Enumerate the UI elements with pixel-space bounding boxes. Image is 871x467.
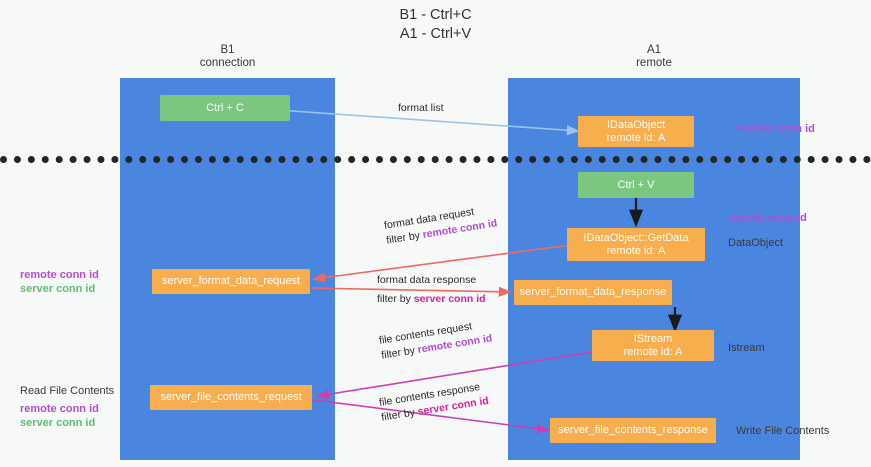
node-server-file-contents-request[interactable]: server_file_contents_request (150, 385, 312, 410)
column-a1-name: A1 (646, 44, 662, 56)
right-label-data-object: DataObject (728, 237, 784, 249)
edge-format-data-response-line1: format data response (377, 274, 477, 286)
section-divider (0, 156, 871, 163)
right-label-istream: Istream (728, 342, 765, 354)
node-idataobject-sub: remote id: A (606, 131, 666, 144)
node-ctrl-c-label: Ctrl + C (206, 101, 244, 114)
page-title: B1 - Ctrl+C A1 - Ctrl+V (0, 6, 871, 44)
column-header-b1: B1 connection (120, 44, 335, 70)
node-server-file-contents-response[interactable]: server_file_contents_response (550, 418, 716, 443)
node-server-file-contents-response-label: server_file_contents_response (558, 424, 708, 436)
right-label-remote-conn-id-mid: remote conn id (728, 212, 807, 224)
right-label-remote-conn-id-top: remote conn id (736, 123, 815, 135)
left-legend-bottom-server: server conn id (20, 417, 96, 429)
right-label-write-file-contents: Write File Contents (736, 425, 830, 437)
edge-label-format-data-request: format data request filter by remote con… (383, 201, 498, 248)
left-label-read-file-contents: Read File Contents (20, 385, 115, 397)
column-a1-role: remote (636, 57, 672, 69)
edge-format-data-response-hl: server conn id (413, 293, 486, 305)
left-legend-top-server: server conn id (20, 283, 96, 295)
edge-format-data-response-line2: filter by (377, 293, 414, 305)
edge-label-file-contents-request: file contents request filter by remote c… (378, 316, 493, 363)
node-server-format-data-request-label: server_format_data_request (161, 275, 301, 287)
column-header-a1: A1 remote (508, 44, 800, 70)
node-server-file-contents-request-label: server_file_contents_request (160, 391, 302, 403)
edge-label-format-data-response: format data response filter by server co… (377, 273, 486, 307)
node-idataobject-getdata-sub: remote id: A (606, 244, 666, 257)
node-server-format-data-request[interactable]: server_format_data_request (152, 269, 310, 294)
left-legend-bottom-remote: remote conn id (20, 403, 99, 415)
edge-label-format-list: format list (398, 101, 444, 116)
edge-format-list-line1: format list (398, 102, 444, 114)
node-istream-sub: remote id: A (623, 345, 683, 358)
left-legend-top: remote conn id server conn id (20, 268, 99, 296)
node-idataobject[interactable]: IDataObject remote id: A (578, 116, 694, 147)
column-b1-role: connection (199, 57, 256, 69)
title-line-1: B1 - Ctrl+C (399, 7, 472, 23)
node-istream[interactable]: IStream remote id: A (592, 330, 714, 361)
edge-label-file-contents-response: file contents response filter by server … (378, 379, 490, 426)
node-ctrl-v-label: Ctrl + V (617, 178, 655, 191)
node-server-format-data-response-label: server_format_data_response (519, 286, 667, 298)
node-idataobject-getdata-label: IDataObject::GetData (583, 231, 689, 244)
left-legend-top-remote: remote conn id (20, 269, 99, 281)
node-ctrl-v[interactable]: Ctrl + V (578, 172, 694, 198)
node-idataobject-getdata[interactable]: IDataObject::GetData remote id: A (567, 228, 705, 261)
node-idataobject-label: IDataObject (606, 118, 666, 131)
title-line-2: A1 - Ctrl+V (399, 26, 472, 42)
column-b1-name: B1 (220, 44, 235, 56)
node-ctrl-c[interactable]: Ctrl + C (160, 95, 290, 121)
node-istream-label: IStream (633, 332, 673, 345)
left-legend-bottom: remote conn id server conn id (20, 402, 99, 430)
node-server-format-data-response[interactable]: server_format_data_response (514, 280, 672, 305)
